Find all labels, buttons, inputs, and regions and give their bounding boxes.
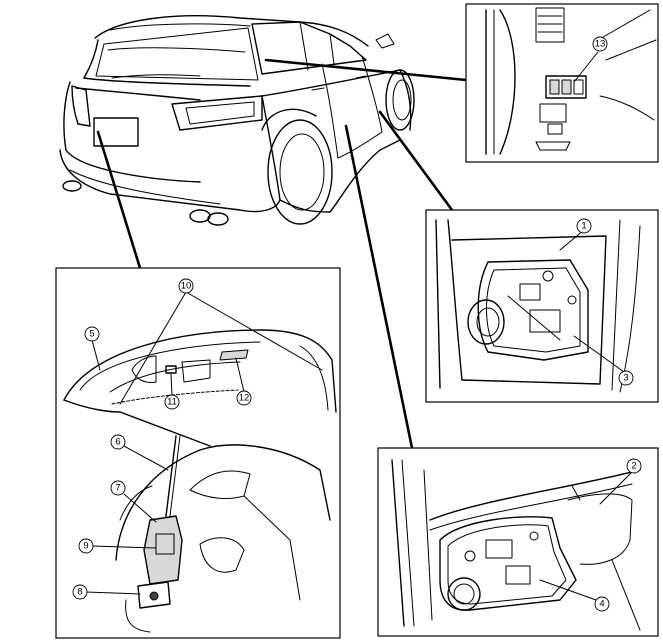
callout-4-label: 4	[599, 599, 604, 610]
callout-2-label: 2	[631, 461, 636, 472]
callout-6	[110, 434, 126, 450]
callout-13-label: 13	[595, 39, 606, 50]
callout-7-label: 7	[115, 483, 120, 494]
rear-speaker-hole	[447, 577, 481, 611]
liftgate-latch	[137, 581, 171, 609]
callout-6-label: 6	[115, 437, 120, 448]
inset-driver-switch-panel: 13	[465, 3, 659, 163]
vehicle-rear-view	[59, 15, 415, 226]
callout-10	[178, 278, 194, 294]
callout-12	[236, 390, 252, 406]
callout-5	[84, 326, 100, 342]
license-plate	[93, 117, 139, 147]
liftgate-switch	[165, 365, 177, 374]
inset-liftgate: 10 5 11 12 6 7 9 8	[55, 267, 341, 639]
rear-wheel	[267, 119, 333, 225]
callout-8-label: 8	[77, 587, 82, 598]
liftgate-outline	[63, 329, 337, 413]
callout-11	[164, 394, 180, 410]
callout-2	[626, 458, 642, 474]
callout-12-label: 12	[239, 393, 250, 404]
inset-front-door: 1 3	[425, 209, 659, 403]
rear-service-hole-cover	[439, 516, 577, 611]
front-wheel	[385, 69, 415, 131]
exhaust-right-1	[189, 209, 211, 223]
liftgate-part-12	[219, 349, 249, 361]
callout-3-label: 3	[623, 373, 628, 384]
callout-8	[72, 584, 88, 600]
callout-3	[618, 370, 634, 386]
exhaust-left	[62, 180, 82, 192]
callout-1	[576, 218, 592, 234]
switch-13-a	[549, 79, 560, 95]
callout-4	[594, 596, 610, 612]
inset-rear-door: 2 4	[377, 447, 659, 637]
front-speaker-hole	[467, 299, 505, 345]
switch-13-b	[561, 79, 572, 95]
callout-10-label: 10	[181, 281, 192, 292]
power-liftgate-drive-unit	[143, 515, 183, 585]
callout-1-label: 1	[581, 221, 586, 232]
leader-lines	[96, 58, 468, 450]
callout-9-label: 9	[83, 541, 88, 552]
exhaust-right-2	[207, 212, 229, 226]
callout-13	[592, 36, 608, 52]
callout-7	[110, 480, 126, 496]
callout-9	[78, 538, 94, 554]
callout-5-label: 5	[89, 329, 94, 340]
callout-11-label: 11	[167, 397, 177, 408]
